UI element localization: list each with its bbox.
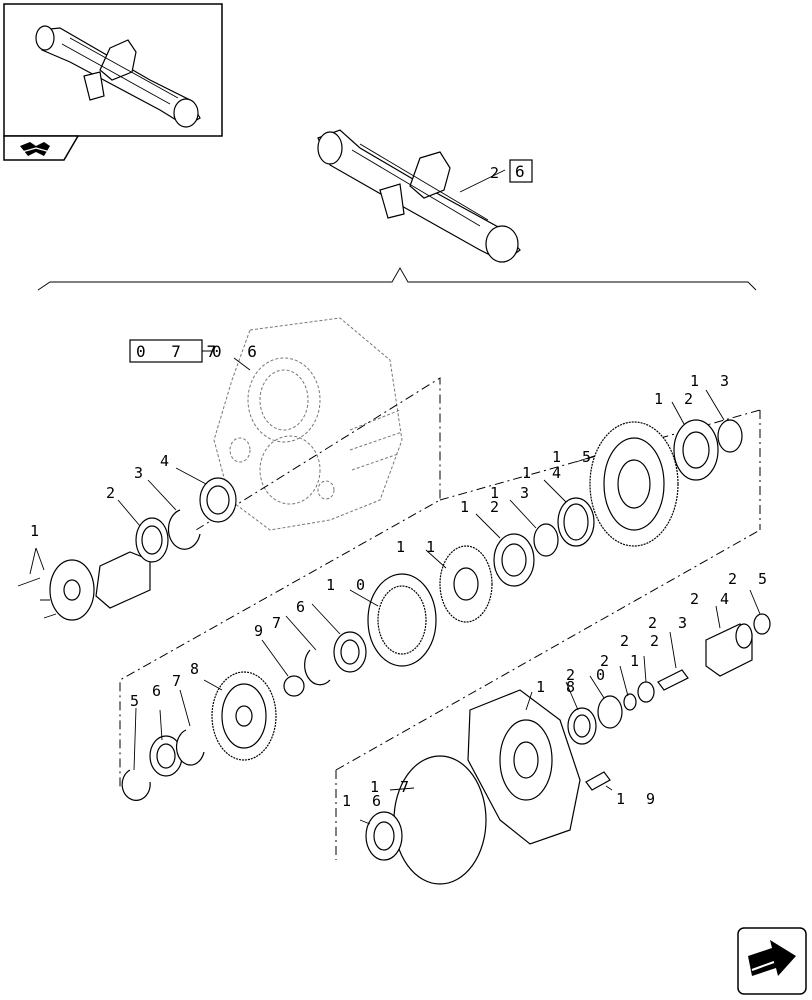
reference-box-top (509, 159, 533, 183)
washer-14 (557, 497, 595, 547)
bearing-12a (493, 533, 535, 587)
callout-1: 1 (30, 522, 45, 540)
bearing-12b (673, 419, 719, 481)
cover-18 (467, 689, 581, 845)
callout-4: 4 (160, 452, 175, 470)
washer-13b (717, 419, 743, 453)
callout-5: 5 (130, 692, 145, 710)
housing-ghost (213, 317, 403, 531)
sleeve-24 (705, 623, 753, 677)
callout-8: 8 (190, 660, 205, 678)
thumbnail-axle-image (35, 25, 201, 128)
callout-22: 2 2 (620, 632, 665, 650)
callout-12b: 1 2 (654, 390, 699, 408)
book-arrow-tab[interactable] (3, 135, 80, 161)
gear-8 (211, 671, 277, 761)
bearing-16 (365, 811, 403, 861)
reference-box-top-label: 6 (515, 162, 533, 181)
ring-gear-10 (367, 573, 437, 667)
snap-ring-7b (304, 649, 331, 686)
callout-19: 1 9 (616, 790, 661, 808)
callout-3: 3 (134, 464, 149, 482)
snap-ring-3 (167, 509, 201, 550)
book-arrow-icon (20, 142, 51, 156)
callout-20: 2 0 (566, 666, 611, 684)
callout-13a: 1 3 (490, 484, 535, 502)
next-page-arrow-icon (748, 940, 796, 976)
dash-line-lower (335, 410, 761, 860)
callout-17: 1 7 (370, 778, 415, 796)
group-bracket (37, 267, 757, 291)
bearing-6a (149, 735, 183, 777)
callout-7a: 7 (172, 672, 187, 690)
callout-25: 2 5 (728, 570, 773, 588)
callout-13b: 1 3 (690, 372, 735, 390)
callout-10: 1 0 (326, 576, 371, 594)
bearing-2 (135, 517, 169, 563)
washer-20b (597, 695, 623, 729)
callout-24: 2 4 (690, 590, 735, 608)
o-ring-17 (393, 755, 487, 885)
bolt-23 (657, 669, 689, 691)
snap-ring-5 (121, 769, 151, 801)
callout-7b: 7 (272, 614, 287, 632)
callout-21: 2 1 (600, 652, 645, 670)
snap-ring-7a (175, 729, 205, 766)
reference-box-left-label: 0 7 7 (136, 342, 224, 361)
reference-box-left-suffix: 0 6 (212, 342, 265, 361)
callout-6a: 6 (152, 682, 167, 700)
callout-14: 1 4 (522, 464, 567, 482)
callout-18: 1 8 (536, 678, 581, 696)
axle-shaft (17, 551, 151, 621)
thumbnail-panel[interactable] (3, 3, 223, 137)
crown-gear-15 (589, 421, 679, 547)
callout-2: 2 (106, 484, 121, 502)
leader-lines (29, 389, 761, 825)
planet-gear-11 (439, 545, 493, 623)
callout-6b: 6 (296, 598, 311, 616)
callout-11: 1 1 (396, 538, 441, 556)
next-page-button[interactable] (737, 927, 807, 995)
bearing-4 (199, 477, 237, 523)
bearing-6b (333, 631, 367, 673)
dash-line-upper (119, 377, 441, 790)
nut-22 (637, 681, 655, 703)
bearing-20 (567, 707, 597, 745)
callout-top-2: 2 (490, 164, 505, 182)
o-ring-21 (623, 693, 637, 711)
callout-16: 1 6 (342, 792, 387, 810)
bolt-19 (585, 771, 611, 791)
spacer-9 (283, 675, 305, 697)
callout-12a: 1 2 (460, 498, 505, 516)
o-ring-25 (753, 613, 771, 635)
callout-23: 2 3 (648, 614, 693, 632)
callout-9: 9 (254, 622, 269, 640)
callout-15: 1 5 (552, 448, 597, 466)
washer-13a (533, 523, 559, 557)
callouts: 1 2 3 4 5 6 6 7 7 8 9 1 0 1 1 1 2 1 2 1 … (30, 372, 773, 810)
axle-assembly-overview: 2 6 (317, 129, 533, 263)
